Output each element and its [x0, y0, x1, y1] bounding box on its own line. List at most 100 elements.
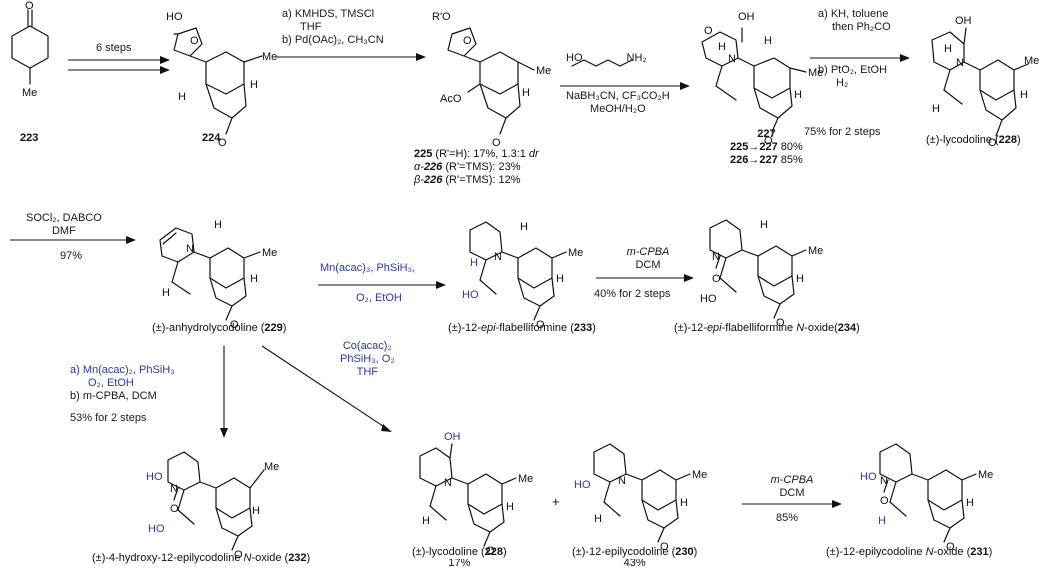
atom-label-Me: Me — [568, 247, 583, 259]
arrow-step-5 — [10, 236, 136, 244]
atom-label-H: H — [422, 515, 430, 527]
step-8-yield: 53% for 2 steps — [70, 412, 147, 424]
structure-223: O Me — [11, 0, 49, 99]
atom-label-OH: OH — [738, 11, 755, 23]
atom-label-HO: HO — [574, 479, 591, 491]
atom-label-H: H — [250, 79, 258, 91]
atom-label-O: O — [492, 137, 501, 149]
atom-label-H: H — [470, 257, 478, 269]
atom-label-H: H — [878, 515, 886, 527]
structure-233: H N HO H H Me O — [462, 221, 583, 331]
atom-label-H: H — [522, 87, 530, 99]
atom-label-H: H — [966, 497, 974, 509]
atom-label-O: O — [536, 319, 545, 331]
arrow-step-4 — [810, 54, 910, 62]
atom-label-N: N — [170, 483, 178, 495]
atom-label-HO: HO — [148, 523, 165, 535]
atom-label-Me: Me — [518, 473, 533, 485]
step-9-reagents: Co(acac)₂ PhSiH₃, O₂ THF — [340, 340, 395, 378]
arrow-step-3 — [560, 59, 690, 90]
atom-label-N: N — [956, 57, 964, 69]
atom-label-Me: Me — [808, 67, 823, 79]
atom-label-Me: Me — [22, 87, 37, 99]
atom-label-H: H — [1020, 89, 1028, 101]
step-4-reagents: a) KH, toluene then Ph₂CO — [818, 8, 891, 33]
step-6-reagents-b: O₂, EtOH — [356, 292, 402, 304]
atom-label-HO: HO — [462, 289, 479, 301]
step-5-yield: 97% — [60, 250, 83, 262]
label-232: (±)-4-hydroxy-12-epilycodoline N-oxide (… — [92, 552, 311, 564]
atom-label-O: O — [234, 549, 243, 561]
step-7-reagents: m-CPBA DCM — [626, 246, 670, 271]
atom-label-H: H — [760, 219, 768, 231]
structure-228-bottom: OH N H H Me O — [419, 431, 533, 557]
step-3-reagents: NaBH₃CN, CF₃CO₂H MeOH/H₂O — [566, 90, 670, 115]
structure-229: N H H H Me O — [159, 219, 277, 331]
atom-label-N: N — [186, 243, 194, 255]
label-228: (±)-lycodoline (228) — [926, 134, 1021, 146]
atom-label-O: O — [660, 541, 669, 553]
label-234: (±)-12-epi-flabelliformine N-oxide(234) — [674, 322, 860, 334]
atom-label-H: H — [932, 103, 940, 115]
atom-label-Me: Me — [262, 51, 277, 63]
atom-label-H: H — [718, 41, 726, 53]
atom-label-H: H — [178, 91, 186, 103]
atom-label-HO: HO — [146, 471, 163, 483]
atom-label-OH: OH — [444, 431, 461, 443]
atom-label-O: O — [25, 0, 34, 12]
structure-232: HO N O HO H Me O — [146, 451, 279, 561]
atom-label-Me: Me — [978, 469, 993, 481]
atom-label-N: N — [444, 477, 452, 489]
atom-label-O: O — [988, 137, 997, 149]
structure-227: O OH N H H H Me O — [701, 11, 823, 147]
atom-label-Me: Me — [536, 65, 551, 77]
atom-label-H: H — [214, 219, 222, 231]
atom-label-HO: HO — [860, 471, 877, 483]
step-1-reagents: 6 steps — [96, 42, 132, 54]
atom-label-O: O — [880, 495, 889, 507]
atom-label-HO: HO — [166, 11, 183, 23]
step-7-yield: 40% for 2 steps — [594, 288, 671, 300]
atom-label-H: H — [520, 221, 528, 233]
atom-label-N: N — [618, 475, 626, 487]
label-228-bottom: (±)-lycodoline (228) 17% — [412, 546, 507, 567]
atom-label-O: O — [486, 545, 495, 557]
step-10-reagents: m-CPBA DCM — [770, 474, 814, 499]
step-8-reagents: a) Mn(acac)₂, PhSiH₃ O₂, EtOH b) m-CPBA,… — [70, 364, 175, 402]
label-224: 224 — [202, 132, 221, 144]
atom-label-H: H — [944, 43, 952, 55]
atom-label-O: O — [704, 25, 713, 37]
atom-label-HO: HO — [700, 293, 717, 305]
structure-231: HO N O H H Me O — [860, 443, 993, 553]
atom-label-H: H — [250, 273, 258, 285]
arrow-step-1 — [68, 56, 170, 74]
atom-label-RO: R'O — [432, 11, 451, 23]
atom-label-H: H — [556, 273, 564, 285]
atom-label-O: O — [712, 273, 721, 285]
structure-228: OH N H H H Me O — [931, 15, 1039, 149]
step-4-reagents-b: b) PtO₂, EtOH H₂ — [818, 64, 888, 89]
atom-label-AcO: AcO — [440, 93, 462, 105]
atom-label-Me: Me — [692, 469, 707, 481]
arrow-step-7 — [596, 274, 694, 282]
arrow-step-9 — [261, 345, 392, 432]
label-233: (±)-12-epi-flabelliformine (233) — [448, 322, 596, 334]
atom-label-O: O — [463, 35, 472, 47]
arrow-step-6 — [318, 281, 446, 289]
label-229: (±)-anhydrolycodoline (229) — [152, 322, 287, 334]
atom-label-Me: Me — [1024, 55, 1039, 67]
atom-label-O: O — [764, 135, 773, 147]
atom-label-Me: Me — [264, 461, 279, 473]
label-223: 223 — [20, 132, 39, 144]
step-6-reagents: Mn(acac)₃, PhSiH₃, — [320, 262, 416, 274]
atom-label-Me: Me — [262, 247, 277, 259]
atom-label-H: H — [594, 513, 602, 525]
atom-label-O: O — [218, 137, 227, 149]
atom-label-Me: Me — [808, 245, 823, 257]
label-225-226: 225 (R'=H): 17%, 1.3:1 dr α-226 (R'=TMS)… — [414, 148, 539, 186]
step-2-reagents: a) KMHDS, TMSCl THF b) Pd(OAc)₂, CH₃CN — [282, 8, 384, 46]
atom-label-O: O — [190, 35, 199, 47]
step-4-yield: 75% for 2 steps — [804, 126, 881, 138]
